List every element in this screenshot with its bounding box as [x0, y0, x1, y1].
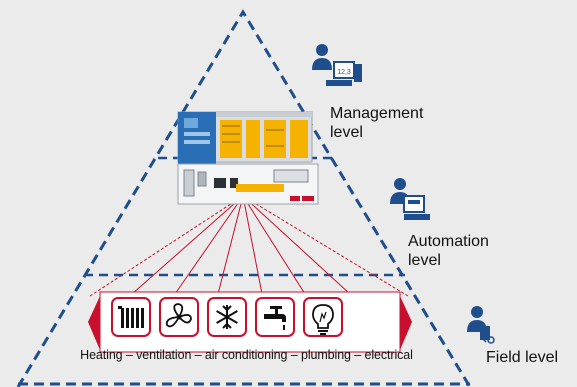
trades-caption: Heating – ventilation – air conditioning… — [80, 348, 413, 362]
arrow-right-icon — [400, 296, 412, 350]
monitor-readout: 12,3 — [337, 69, 351, 76]
pyramid-outline — [16, 9, 472, 387]
lightbulb-icon — [303, 297, 343, 337]
radiator-icon — [111, 297, 151, 337]
automation-level-label: Automation level — [408, 233, 489, 269]
automation-person-computer-icon — [390, 178, 430, 220]
plc-controller — [177, 111, 319, 205]
faucet-icon — [255, 297, 295, 337]
field-level-label: Field level — [486, 349, 559, 366]
field-devices-band — [88, 291, 412, 353]
field-technician-icon — [467, 306, 495, 344]
management-person-computer-icon: 12,3 — [312, 44, 362, 86]
management-level-label: Management level — [330, 105, 424, 141]
connection-lines — [89, 195, 409, 297]
fan-icon — [159, 297, 199, 337]
snowflake-icon — [207, 297, 247, 337]
arrow-left-icon — [88, 296, 100, 350]
